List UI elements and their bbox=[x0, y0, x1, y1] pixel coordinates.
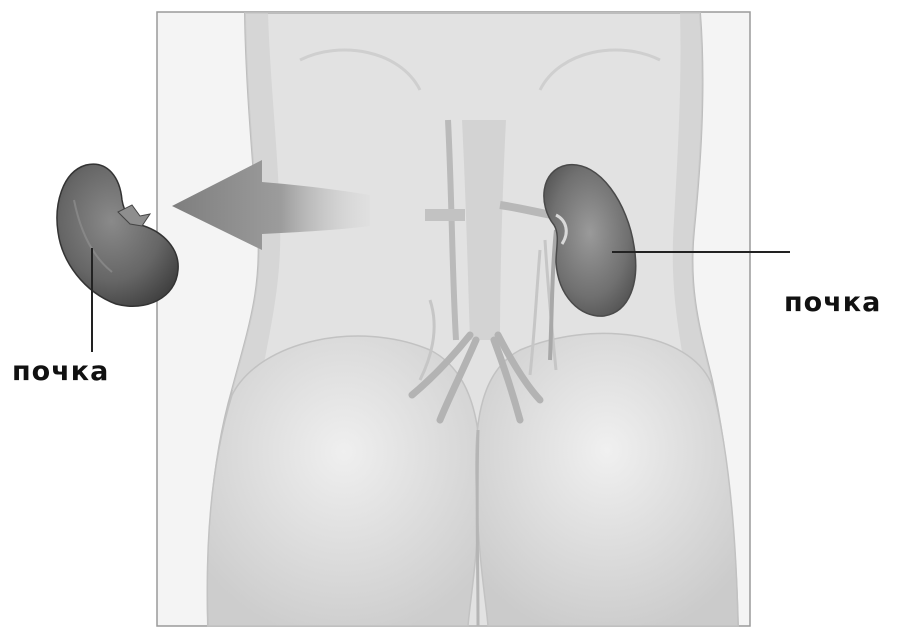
kidney-label-right: почка bbox=[784, 287, 881, 318]
left-renal-stump bbox=[425, 209, 465, 221]
kidney-label-left: почка bbox=[12, 356, 109, 387]
gluteal-cleft bbox=[477, 430, 478, 626]
buttock-right bbox=[476, 333, 738, 626]
buttock-left bbox=[207, 336, 480, 626]
